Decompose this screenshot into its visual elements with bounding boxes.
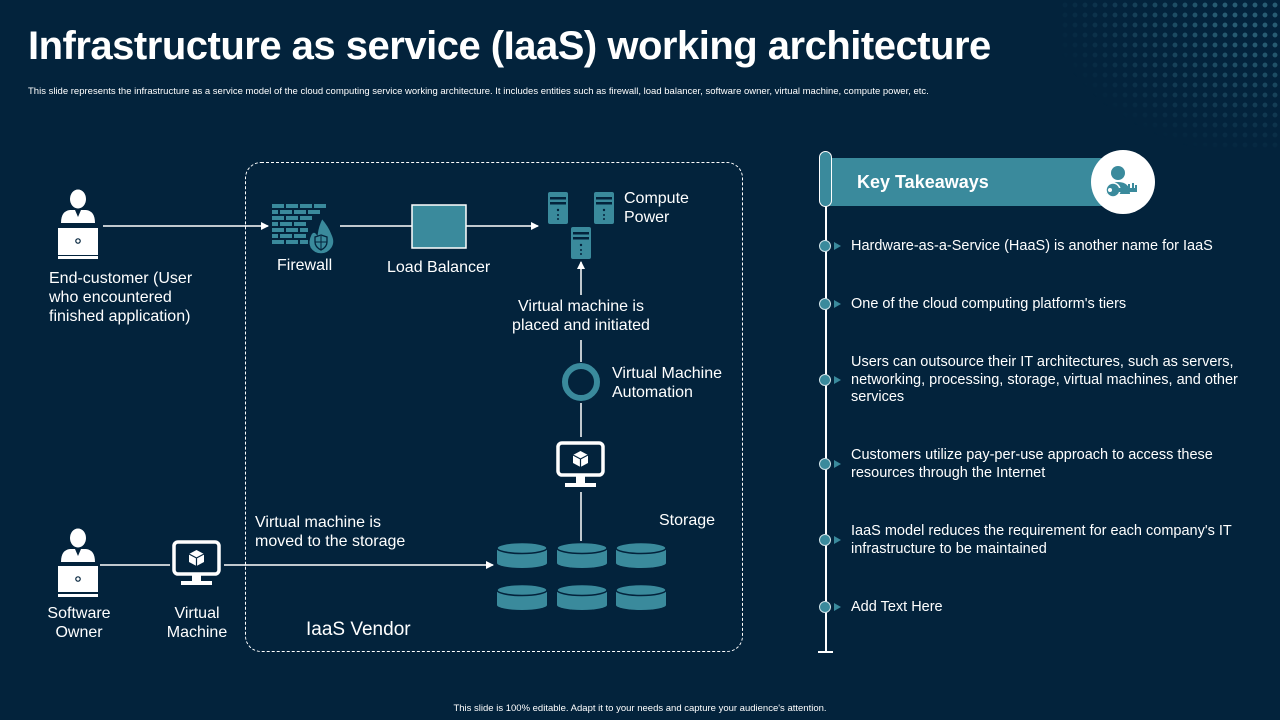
takeaway-item: IaaS model reduces the requirement for e…: [851, 523, 1232, 557]
key-takeaways-title: Key Takeaways: [857, 172, 989, 192]
end-customer-label-line: who encountered: [49, 289, 172, 306]
bullet-dot: [819, 601, 831, 613]
software-owner-label-line: Software: [47, 605, 111, 622]
virtual-machine-label: Virtual Machine: [156, 604, 238, 642]
bullet-dot: [819, 374, 831, 386]
end-customer-label-line: finished application): [49, 308, 191, 325]
server-icon: [548, 192, 614, 259]
end-customer-label-line: End-customer (User: [49, 270, 193, 287]
firewall-icon: [272, 204, 335, 255]
load-balancer-box: [411, 204, 467, 249]
vm-automation-label-line: Automation: [612, 384, 693, 401]
key-takeaways-banner: [826, 158, 1126, 206]
end-customer-icon: [58, 189, 98, 259]
bullet-dot: [819, 458, 831, 470]
software-owner-label-line: Owner: [55, 624, 103, 641]
vm-automation-label-line: Virtual Machine: [612, 365, 722, 382]
bullet-arrow-icon: [834, 603, 841, 611]
bullet-arrow-icon: [834, 300, 841, 308]
database-cylinder-icon: [496, 583, 548, 610]
compute-power-label: Compute Power: [624, 189, 689, 227]
dot-pattern-decoration: [1060, 0, 1280, 150]
vm-automation-label: Virtual Machine Automation: [612, 364, 722, 402]
takeaways-timeline: [825, 206, 827, 652]
vm-placed-label: Virtual machine is placed and initiated: [500, 297, 662, 335]
takeaway-item: One of the cloud computing platform's ti…: [851, 296, 1127, 312]
slide-subtitle: This slide represents the infrastructure…: [28, 86, 929, 97]
timeline-end-cap: [818, 651, 833, 653]
database-cylinder-icon: [615, 541, 667, 568]
end-customer-label: End-customer (User who encountered finis…: [49, 269, 192, 326]
bullet-dot: [819, 298, 831, 310]
takeaway-item: Users can outsource their IT architectur…: [851, 354, 1238, 405]
user-key-icon: [1105, 166, 1137, 198]
bullet-dot: [819, 534, 831, 546]
key-takeaways-badge: [1091, 150, 1155, 214]
database-cylinder-icon: [556, 583, 608, 610]
database-cylinder-icon: [556, 541, 608, 568]
compute-power-label-line: Compute: [624, 190, 689, 207]
takeaway-item: Hardware-as-a-Service (HaaS) is another …: [851, 238, 1213, 254]
automation-ring-icon: [562, 363, 600, 401]
load-balancer-label: Load Balancer: [387, 259, 491, 276]
iaas-vendor-boundary: [245, 162, 743, 652]
software-owner-label: Software Owner: [38, 604, 120, 642]
database-cylinder-icon: [496, 541, 548, 568]
virtual-machine-label-line: Virtual: [174, 605, 220, 622]
bullet-arrow-icon: [834, 536, 841, 544]
vm-placed-label-line: Virtual machine is: [518, 298, 644, 315]
bullet-arrow-icon: [834, 460, 841, 468]
vm-moved-label: Virtual machine is moved to the storage: [255, 513, 405, 551]
slide-title: Infrastructure as service (IaaS) working…: [28, 24, 991, 68]
takeaway-item: Add Text Here: [851, 599, 943, 615]
software-owner-icon: [58, 528, 98, 597]
key-takeaways-tab: [819, 151, 832, 207]
storage-database-icons: [496, 541, 667, 610]
bullet-dot: [819, 240, 831, 252]
vm-placed-label-line: placed and initiated: [512, 317, 650, 334]
compute-power-label-line: Power: [624, 209, 670, 226]
bullet-arrow-icon: [834, 376, 841, 384]
vm-moved-label-line: Virtual machine is: [255, 514, 381, 531]
iaas-vendor-label: IaaS Vendor: [306, 619, 411, 640]
virtual-machine-label-line: Machine: [166, 624, 228, 641]
firewall-label: Firewall: [277, 257, 333, 274]
takeaway-item: Customers utilize pay-per-use approach t…: [851, 447, 1213, 481]
vm-moved-label-line: moved to the storage: [255, 533, 406, 550]
vm-monitor-icon: [556, 441, 605, 487]
bullet-arrow-icon: [834, 242, 841, 250]
storage-label: Storage: [659, 512, 716, 529]
database-cylinder-icon: [615, 583, 667, 610]
virtual-machine-icon: [172, 540, 221, 585]
slide-footer: This slide is 100% editable. Adapt it to…: [453, 703, 827, 714]
